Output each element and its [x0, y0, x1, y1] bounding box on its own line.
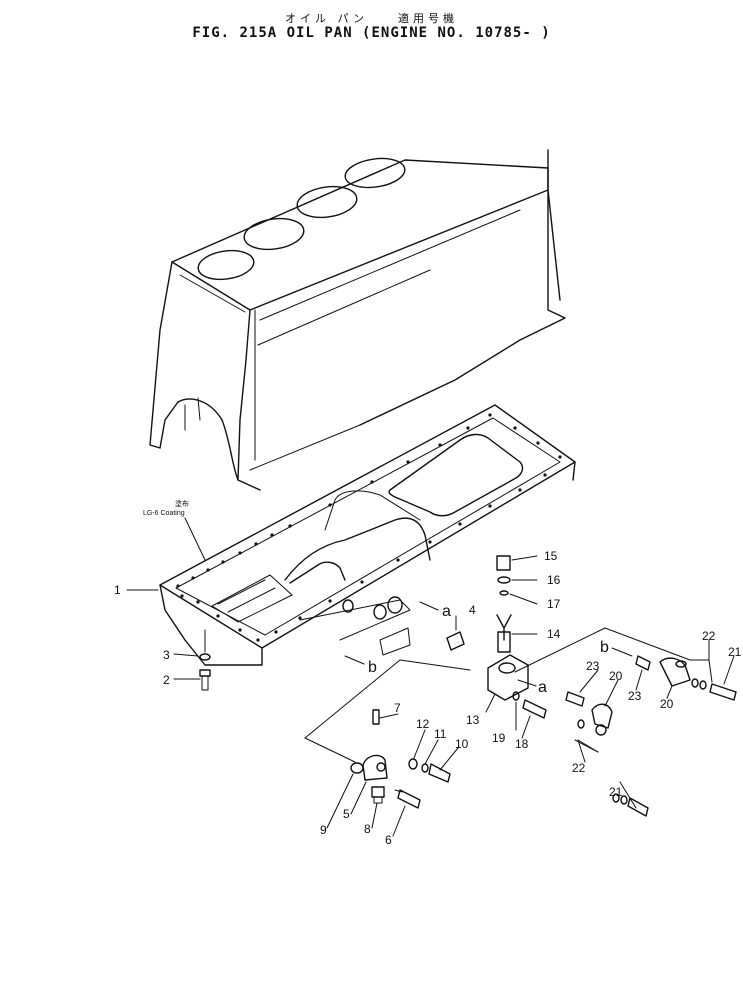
- part-number-11: 11: [434, 727, 447, 741]
- part-number-20: 20: [609, 669, 623, 683]
- part-number-23-right: 23: [628, 689, 642, 703]
- part-number-8: 8: [364, 822, 371, 836]
- part-number-1: 1: [114, 583, 121, 597]
- coating-callout: 塗布 LG-6 Coating: [143, 499, 206, 561]
- bolt-and-washer-2-3: [199, 629, 211, 691]
- pipe-connector-group: [304, 659, 471, 809]
- part-number-10: 10: [455, 737, 469, 751]
- part-number-19: 19: [492, 731, 506, 745]
- oil-switch-group: [446, 555, 547, 719]
- part-number-23: 23: [586, 659, 600, 673]
- part-number-18: 18: [515, 737, 529, 751]
- part-number-16: 16: [547, 573, 561, 587]
- part-number-22: 22: [572, 761, 586, 775]
- part-number-22-right: 22: [702, 629, 716, 643]
- view-marker-a-right: a: [538, 679, 547, 696]
- part-number-7: 7: [394, 701, 401, 715]
- pipe-fittings-right: [514, 627, 737, 817]
- part-number-6: 6: [385, 833, 392, 847]
- part-number-3: 3: [163, 648, 170, 662]
- figure-title: FIG. 215A OIL PAN (ENGINE NO. 10785- ): [192, 25, 551, 41]
- part-number-17: 17: [547, 597, 561, 611]
- part-number-2: 2: [163, 673, 170, 687]
- part-number-21: 21: [609, 785, 623, 799]
- coating-label-jp: 塗布: [175, 499, 189, 508]
- view-markers: a b a b: [344, 601, 633, 696]
- part-number-20-right: 20: [660, 697, 674, 711]
- flange-bolt-holes: [176, 413, 562, 642]
- view-marker-b-right: b: [600, 639, 609, 656]
- part-number-21-right: 21: [728, 645, 742, 659]
- coating-label: LG-6 Coating: [143, 510, 185, 517]
- part-number-5: 5: [343, 807, 350, 821]
- view-marker-b: b: [368, 659, 377, 676]
- part-number-callouts: 1 2 3 4 5 6 7 8 9 10 11 12 13 14 15 16 1…: [114, 549, 742, 847]
- part-number-15: 15: [544, 549, 558, 563]
- part-number-14: 14: [547, 627, 561, 641]
- figure-subtitle-jp: オイル パン 適用号機: [284, 12, 459, 25]
- engine-block-drawing: [149, 149, 566, 491]
- part-number-13: 13: [466, 713, 480, 727]
- part-number-4: 4: [469, 603, 476, 617]
- part-number-9: 9: [320, 823, 327, 837]
- part-number-12: 12: [416, 717, 430, 731]
- oil-pan-drawing: [159, 404, 576, 666]
- view-marker-a: a: [442, 603, 451, 620]
